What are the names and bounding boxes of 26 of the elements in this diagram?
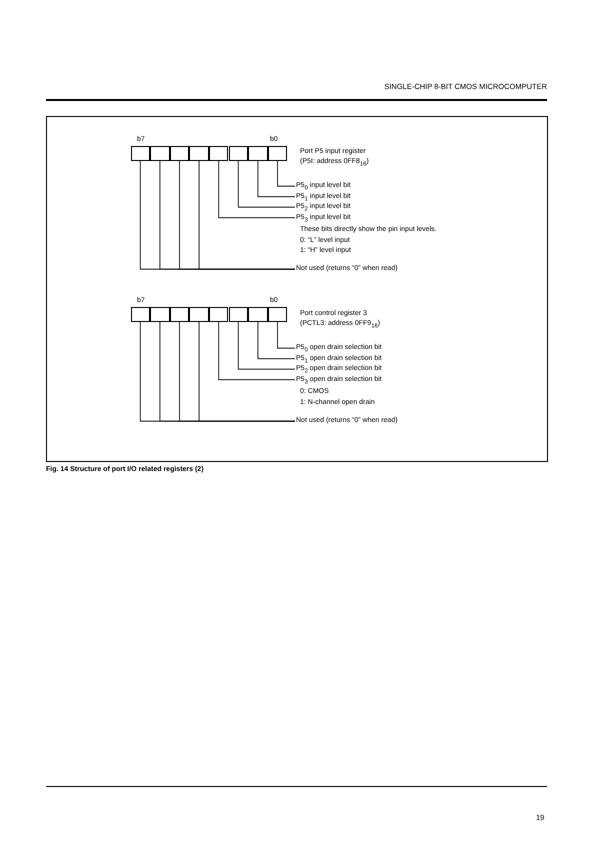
leader-line — [258, 322, 296, 360]
leader-line — [238, 322, 296, 370]
leader-line — [238, 160, 296, 208]
bit-cell — [189, 146, 209, 161]
bit-cell — [248, 307, 268, 322]
bit-cell — [150, 307, 170, 322]
bit-cell — [208, 146, 228, 161]
bit-cell — [189, 307, 209, 322]
leader-line — [277, 160, 296, 187]
leader-line — [218, 160, 296, 218]
leader-line — [218, 322, 296, 380]
bit-cell — [268, 307, 288, 322]
bit-cell — [248, 146, 268, 161]
leader-line — [258, 160, 296, 198]
bit-cell — [228, 307, 248, 322]
leader-line — [198, 322, 296, 422]
bit-cell — [268, 146, 288, 161]
bit-cell — [208, 307, 228, 322]
bit-cell — [150, 146, 170, 161]
bit-cell — [228, 146, 248, 161]
bit-cell — [130, 307, 150, 322]
leader-line — [277, 322, 296, 349]
bit-cell — [130, 146, 150, 161]
leader-line — [198, 160, 296, 270]
bit-cell — [170, 146, 190, 161]
bit-cell — [170, 307, 190, 322]
